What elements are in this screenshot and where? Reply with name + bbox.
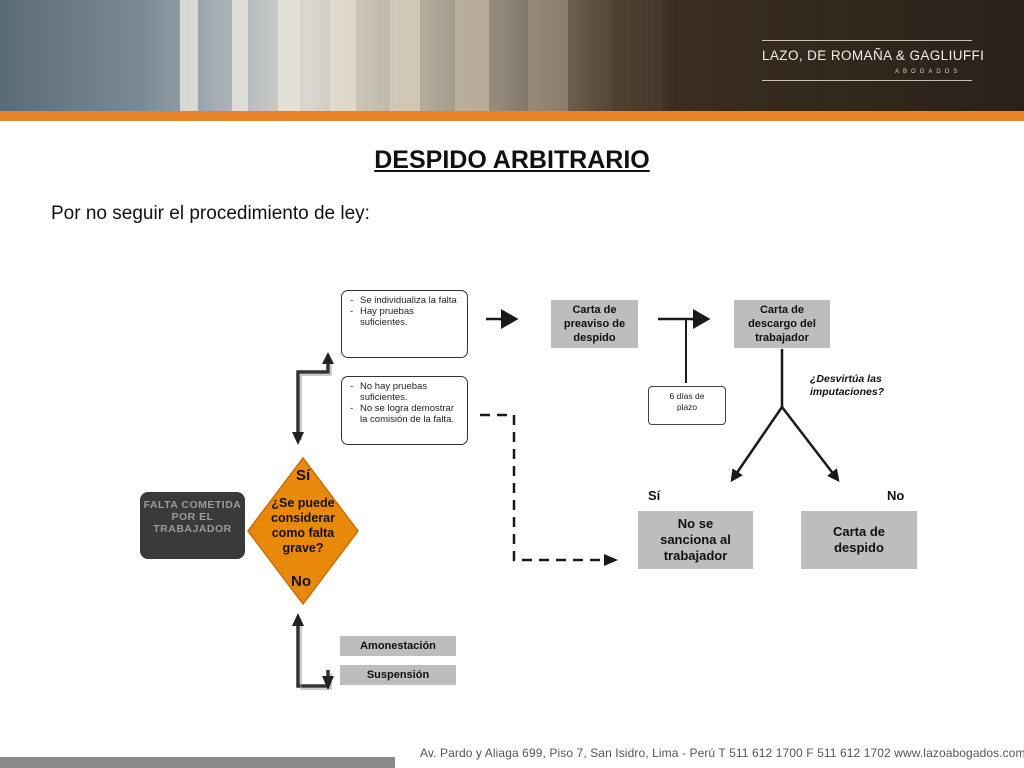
branch-yes-label: Sí — [648, 488, 661, 503]
fork-right — [781, 406, 840, 482]
decision-yes-label: Sí — [296, 467, 311, 484]
yes-case-box: -Se individualiza la falta -Hay pruebas … — [341, 290, 468, 358]
no-sanciona-box: No se sanciona al trabajador — [638, 511, 753, 569]
dashed-connector — [480, 413, 606, 562]
carta-despido-box: Carta de despido — [801, 511, 917, 569]
amonestacion-box: Amonestación — [340, 636, 456, 656]
plazo-box: 6 días de plazo — [648, 386, 726, 425]
decision-question: ¿Se puede considerar como falta grave? — [271, 496, 335, 555]
suspension-box: Suspensión — [340, 665, 456, 685]
firm-logo: LAZO, DE ROMAÑA & GAGLIUFFI — [762, 48, 985, 63]
yes-case-item: Hay pruebas suficientes. — [360, 306, 414, 328]
no-case-item: No se logra demostrar la comisión de la … — [360, 403, 454, 425]
carta-preaviso-box: Carta de preaviso de despido — [551, 300, 638, 348]
header-photo — [0, 0, 1024, 112]
branch-no-label: No — [887, 488, 905, 503]
page-subtitle: Por no seguir el procedimiento de ley: — [51, 203, 370, 224]
decision-diamond — [247, 456, 359, 606]
arrow-down-sanctions — [322, 676, 334, 690]
arrow-down-decision — [292, 432, 304, 445]
no-case-box: -No hay pruebas suficientes. -No se logr… — [341, 376, 468, 445]
footer-contact: Av. Pardo y Aliaga 699, Piso 7, San Isid… — [420, 746, 1024, 760]
carta-descargo-box: Carta de descargo del trabajador — [734, 300, 830, 348]
logo-rule-bottom — [762, 80, 972, 81]
bracket-upper — [296, 360, 330, 438]
bracket-upper-shadow — [300, 363, 332, 440]
decision-no-label: No — [291, 573, 311, 590]
start-node: FALTA COMETIDA POR EL TRABAJADOR — [140, 492, 245, 559]
no-case-item: No hay pruebas suficientes. — [360, 381, 428, 403]
arrow-up-decision — [292, 613, 304, 626]
page-title: DESPIDO ARBITRARIO — [374, 146, 650, 174]
firm-logo-sub: ABOGADOS — [895, 69, 962, 75]
arrow-to-no-sanciona — [604, 554, 618, 566]
yes-case-item: Se individualiza la falta — [360, 295, 457, 306]
footer-bar — [0, 757, 395, 768]
arrow-up-yes — [322, 352, 334, 364]
header-accent-rule — [0, 111, 1024, 121]
fork-left — [730, 406, 784, 483]
logo-rule-top — [762, 40, 972, 41]
question-desvirtua: ¿Desvirtúa las imputaciones? — [810, 373, 885, 398]
